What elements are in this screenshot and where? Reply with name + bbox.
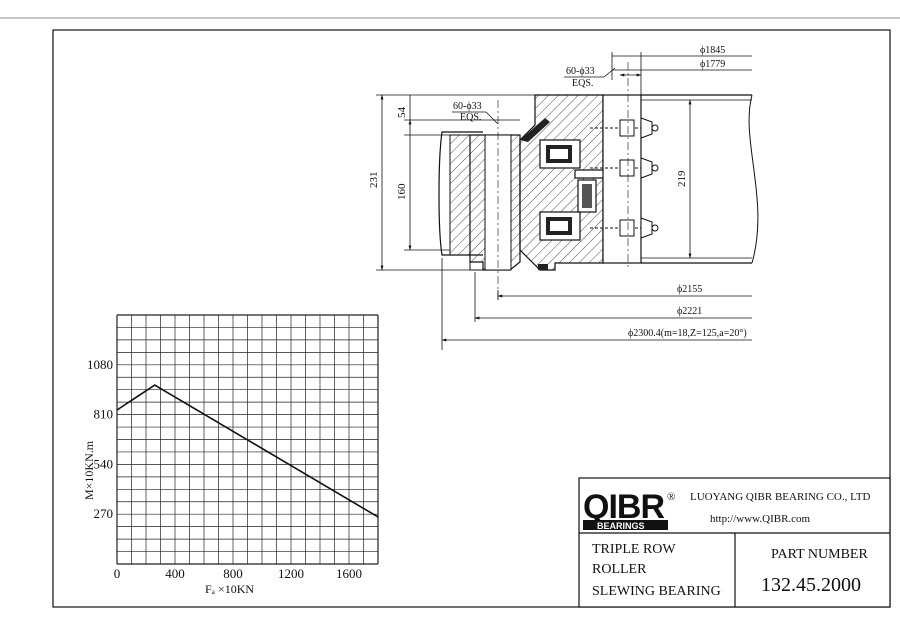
bearing-cross-section xyxy=(438,62,759,300)
part-number-label: PART NUMBER xyxy=(771,547,868,562)
dim-219: 219 xyxy=(676,170,688,187)
dim-holes-top: 60-ϕ33 xyxy=(566,66,595,77)
dim-holes-inner-sub: EQS. xyxy=(460,112,481,123)
x-tick-label: 1600 xyxy=(336,566,362,581)
logo: QIBR xyxy=(583,488,664,526)
y-tick-label: 540 xyxy=(94,456,114,471)
description-line-3: SLEWING BEARING xyxy=(592,584,721,599)
chart-grid xyxy=(116,314,379,565)
dim-160: 160 xyxy=(396,183,408,200)
y-tick-label: 810 xyxy=(94,407,114,422)
dim-phi-2221: ϕ2221 xyxy=(677,306,702,317)
y-tick-label: 270 xyxy=(94,506,114,521)
x-tick-label: 800 xyxy=(223,566,243,581)
chart-xlabel: Fₐ ×10KN xyxy=(205,582,254,596)
dim-holes-inner: 60-ϕ33 xyxy=(453,101,482,112)
company-name: LUOYANG QIBR BEARING CO., LTD xyxy=(690,491,871,503)
dimension-texts: 60-ϕ33 EQS. 60-ϕ33 EQS. ϕ1845 ϕ1779 ϕ215… xyxy=(368,45,747,339)
chart-ticks: 0 400 800 1200 1600 270 540 810 1080 xyxy=(87,357,362,581)
logo-sub: BEARINGS xyxy=(597,521,645,531)
dim-phi-1845: ϕ1845 xyxy=(700,45,725,56)
logo-registered: ® xyxy=(667,491,675,503)
x-tick-label: 1200 xyxy=(278,566,304,581)
dim-holes-top-sub: EQS. xyxy=(572,78,593,89)
drawing-frame xyxy=(52,29,891,608)
chart-ylabel: M×10KN.m xyxy=(82,440,96,500)
dimensions xyxy=(376,52,752,350)
x-tick-label: 0 xyxy=(114,566,121,581)
description-line-1: TRIPLE ROW xyxy=(592,542,676,557)
dim-phi-2155: ϕ2155 xyxy=(677,284,702,295)
y-tick-label: 1080 xyxy=(87,357,113,372)
seal-top xyxy=(520,118,550,142)
dim-231: 231 xyxy=(368,172,380,189)
dim-54: 54 xyxy=(396,107,408,119)
dim-gear: ϕ2300.4(m=18,Z=125,a=20°) xyxy=(628,328,747,339)
company-website: http://www.QIBR.com xyxy=(710,513,811,525)
part-number: 132.45.2000 xyxy=(761,574,861,596)
title-block: QIBR ® BEARINGS LUOYANG QIBR BEARING CO.… xyxy=(578,477,891,608)
gear-body xyxy=(449,134,471,256)
load-curve xyxy=(116,384,379,518)
bolts xyxy=(590,117,659,239)
description-line-2: ROLLER xyxy=(592,562,647,577)
x-tick-label: 400 xyxy=(165,566,185,581)
dim-phi-1779: ϕ1779 xyxy=(700,59,725,70)
load-chart: 0 400 800 1200 1600 270 540 810 1080 Fₐ ×10KN M×… xyxy=(82,314,379,596)
